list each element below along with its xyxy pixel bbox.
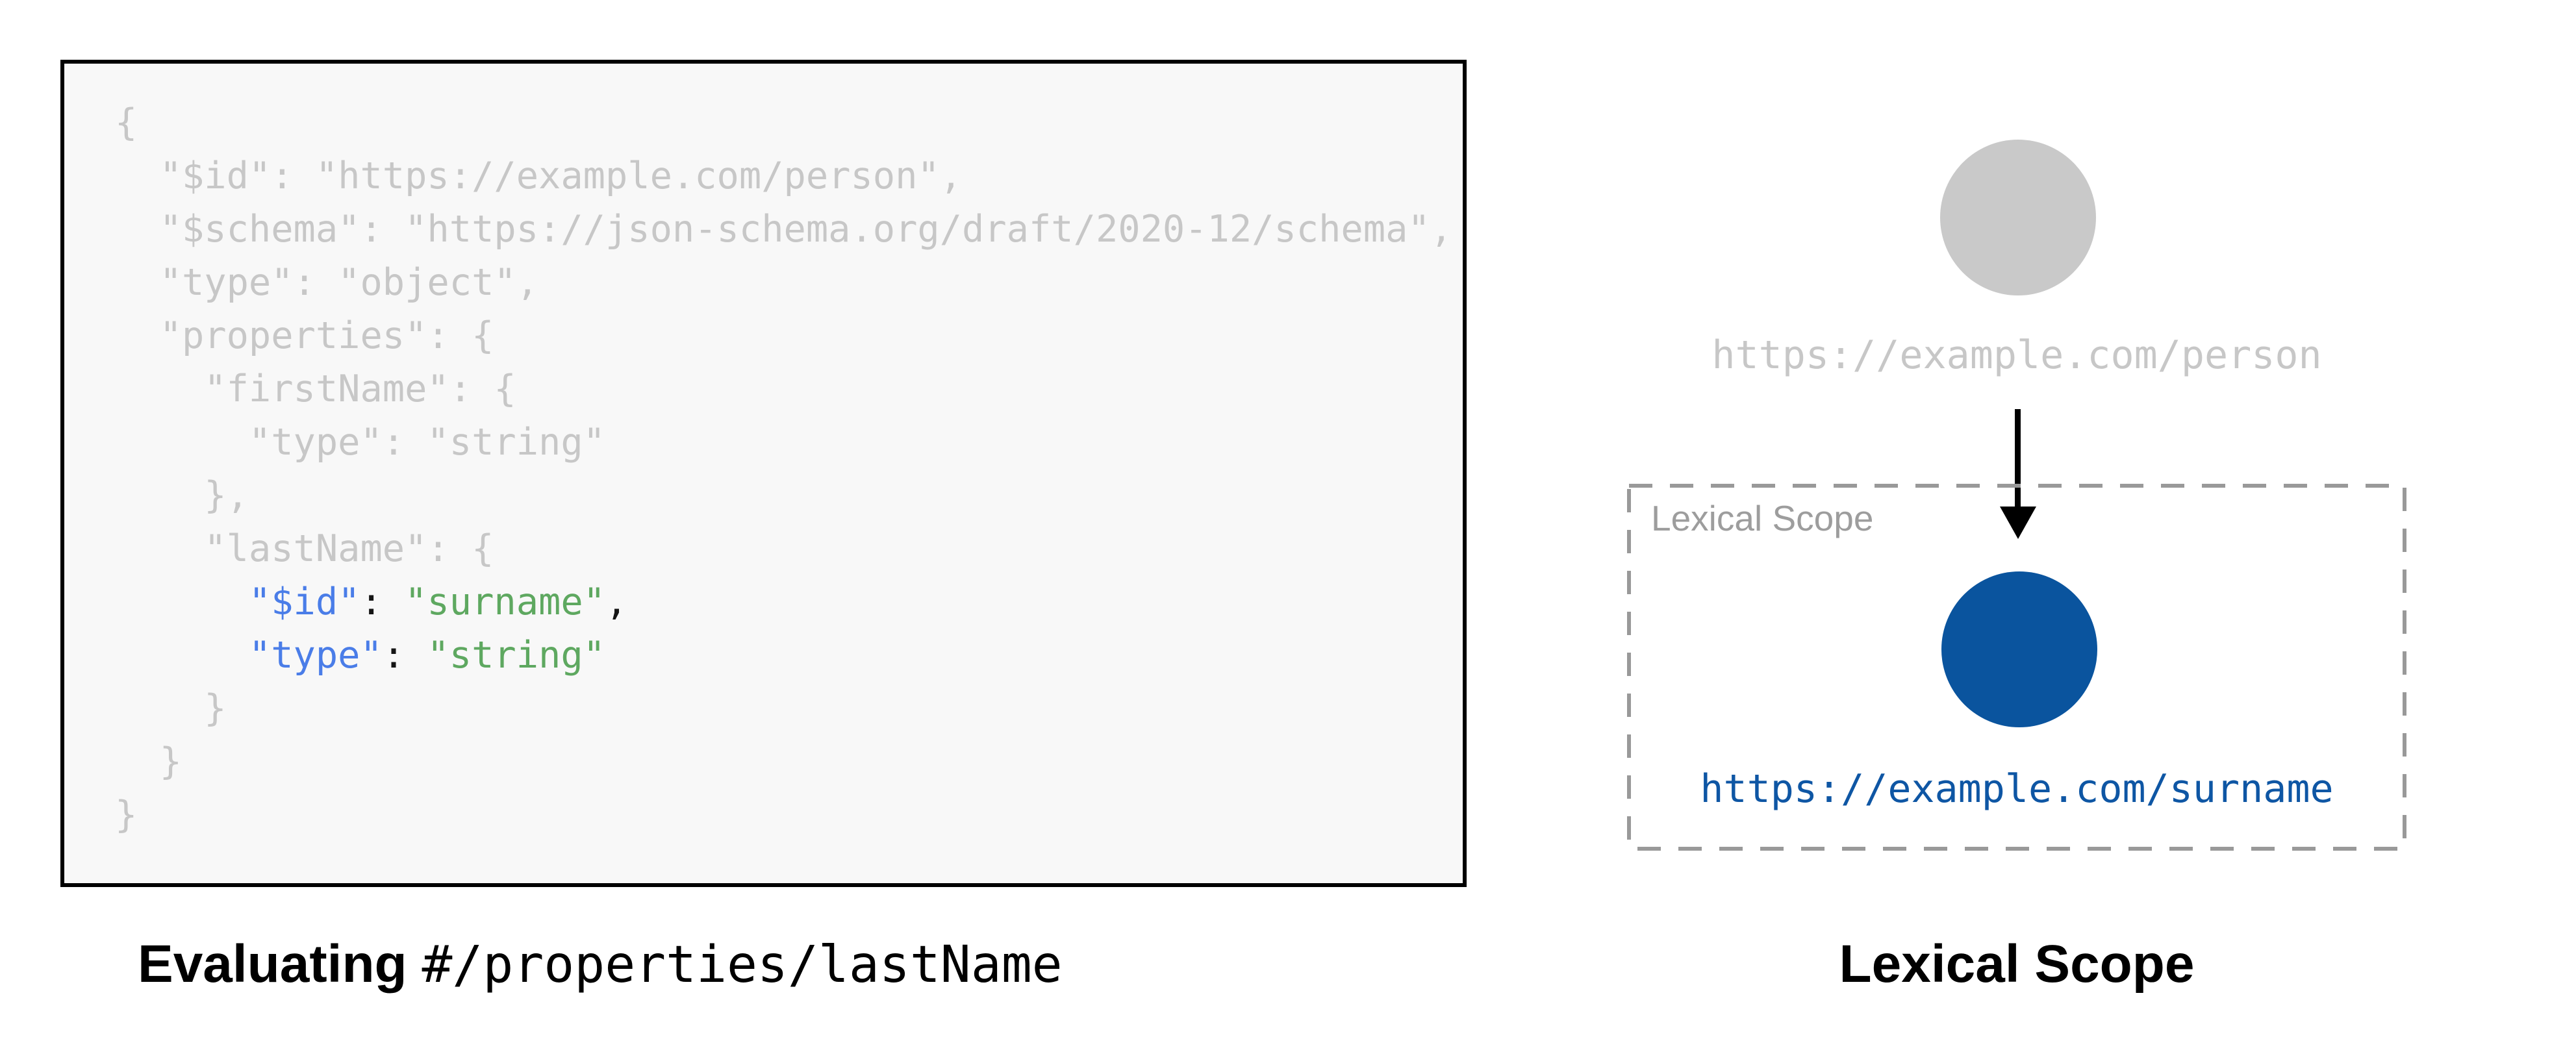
code-line: }: [115, 794, 138, 836]
code-line: "$id": "surname",: [248, 581, 628, 623]
child-uri-label: https://example.com/surname: [1700, 766, 2334, 812]
lexical-scope-inner-label: Lexical Scope: [1651, 498, 1874, 538]
schema-code-panel: { "$id": "https://example.com/person", "…: [60, 60, 1467, 887]
down-arrow-shaft: [2015, 409, 2021, 508]
code-line: "$schema": "https://json-schema.org/draf…: [115, 208, 1453, 251]
lexical-scope-box: [1627, 484, 2406, 851]
evaluating-caption-prefix: Evaluating: [138, 934, 407, 994]
lexical-scope-caption: Lexical Scope: [1839, 934, 2195, 994]
code-line: "lastName": {: [115, 527, 494, 570]
code-line: "firstName": {: [115, 368, 516, 410]
down-arrow-head: [2000, 507, 2036, 539]
code-line: },: [115, 474, 249, 517]
code-line: "properties": {: [115, 314, 494, 357]
code-line: "type": "string": [115, 421, 605, 464]
child-node-circle: [1941, 571, 2097, 727]
code-line: "type": "object",: [115, 261, 539, 304]
code-line: }: [115, 687, 227, 730]
code-line: }: [115, 740, 182, 783]
evaluating-caption: Evaluating #/properties/lastName: [138, 934, 1063, 995]
code-line: "type": "string": [248, 634, 606, 677]
code-block: { "$id": "https://example.com/person", "…: [115, 96, 1463, 842]
parent-uri-label: https://example.com/person: [1711, 332, 2322, 378]
code-line: "$id": "https://example.com/person",: [115, 155, 963, 197]
parent-node-circle: [1940, 140, 2096, 295]
code-line: {: [115, 101, 138, 144]
evaluating-caption-path: #/properties/lastName: [422, 936, 1063, 994]
